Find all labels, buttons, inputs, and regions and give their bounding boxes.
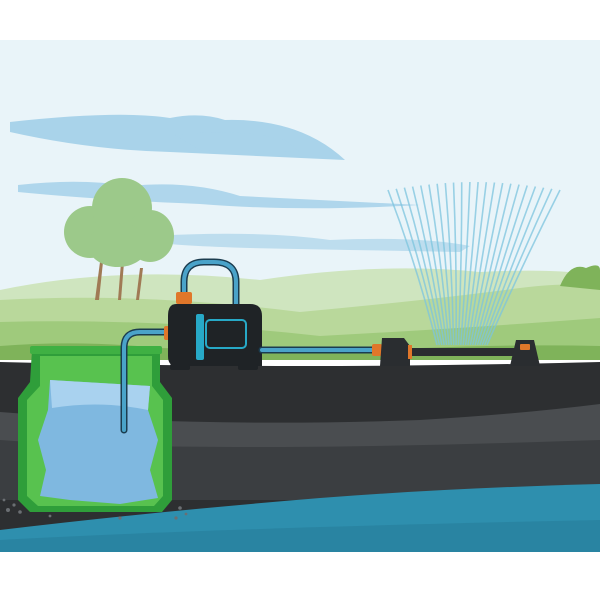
spray-jet (452, 182, 458, 346)
tree-icon (64, 178, 174, 300)
pump-return-hose (180, 258, 240, 316)
spray-jet (481, 187, 545, 346)
oscillating-sprinkler-icon (372, 338, 540, 366)
garden-pump-icon (164, 292, 262, 370)
groundwater-deep (0, 520, 600, 552)
spray-jet (469, 182, 504, 346)
spray-jet (411, 186, 445, 346)
spray-jet (436, 183, 453, 346)
bottom-margin (0, 552, 600, 600)
spray-jet (471, 183, 512, 346)
spray-jet (474, 184, 520, 346)
spray-jet (457, 182, 463, 346)
spray-jet (479, 186, 537, 346)
spray-jet (428, 184, 450, 346)
spray-jet (464, 182, 488, 346)
spray-jet (395, 188, 441, 346)
spray-jet (467, 182, 496, 346)
spray-jet (460, 181, 471, 346)
spray-jet (483, 188, 553, 346)
cloud-icon (10, 114, 345, 160)
shrub-icon (560, 265, 600, 290)
spray-jet (387, 189, 438, 346)
spray-jet (462, 181, 479, 346)
tank-water (38, 380, 158, 504)
spray-jet (419, 185, 448, 346)
spray-jet (486, 189, 561, 346)
spray-jet (403, 187, 443, 346)
cloud-icon (150, 233, 470, 252)
sprinkler-spray (387, 181, 561, 346)
spray-jet (476, 185, 528, 346)
spray-jet (444, 183, 455, 346)
suction-hose (120, 328, 174, 434)
gravel (2, 498, 188, 520)
rainwater-tank-icon (18, 346, 172, 512)
